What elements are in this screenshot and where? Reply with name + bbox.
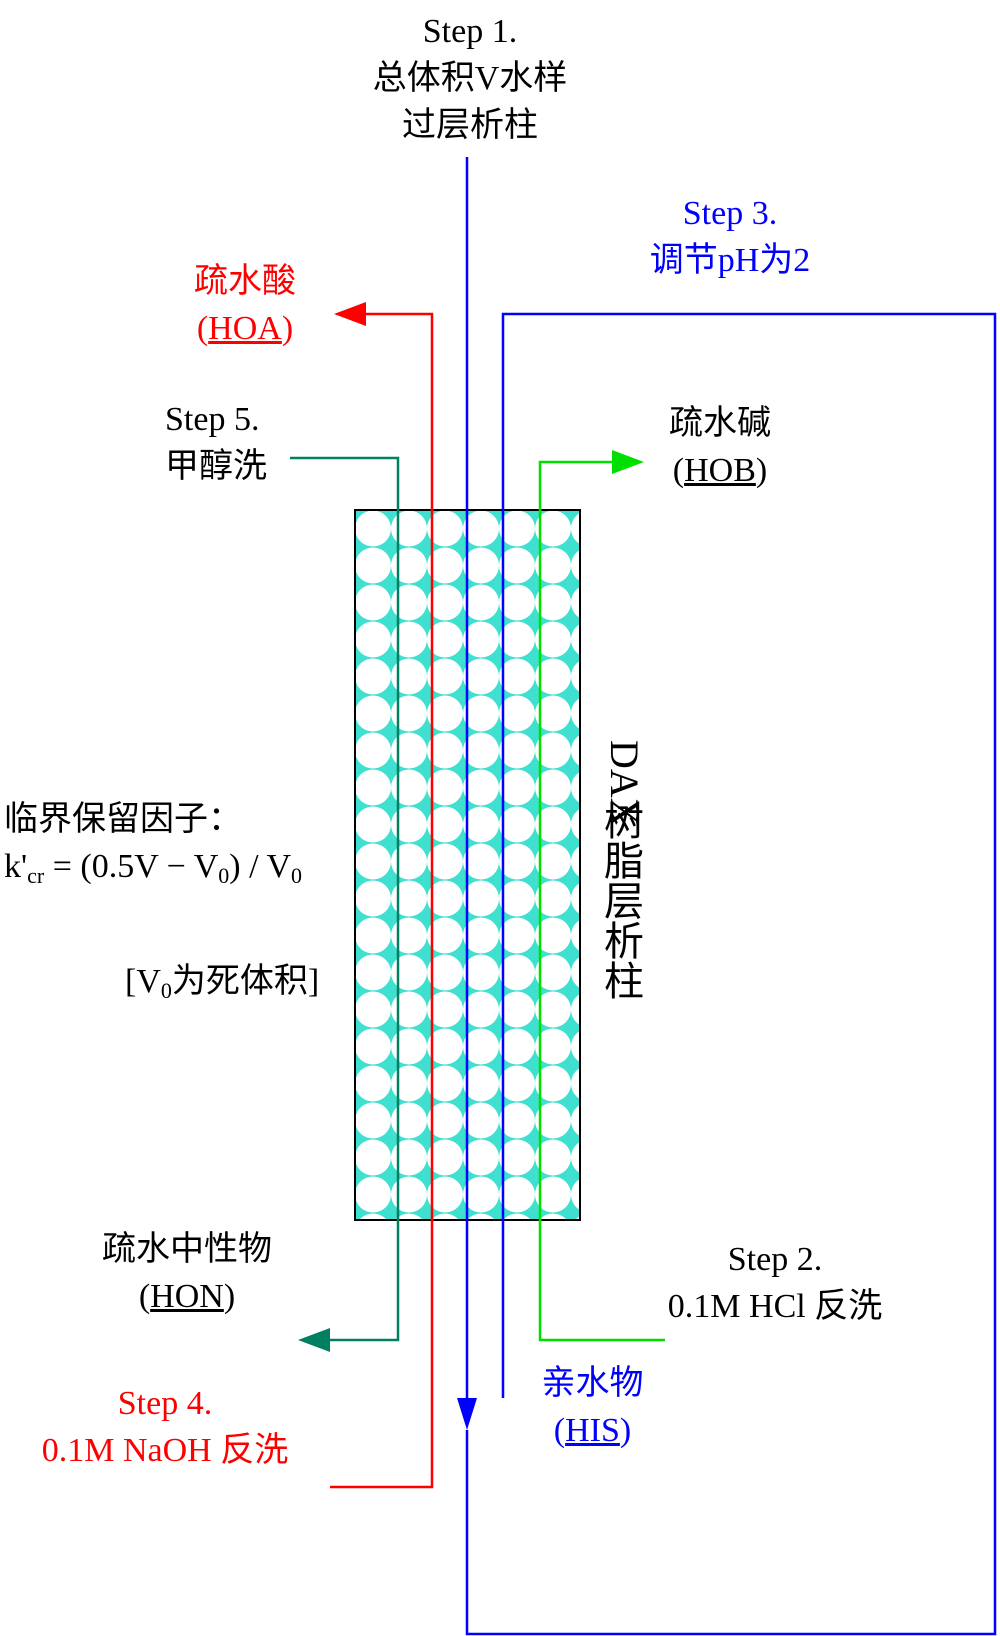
formula-eq-mid: = (0.5V − V <box>44 848 219 885</box>
step4-line1: 0.1M NaOH 反洗 <box>41 1432 289 1469</box>
hon-line <box>290 456 400 1342</box>
formula-heading: 临界保留因子： <box>4 801 242 838</box>
hoa-abbr: HOA <box>208 310 282 347</box>
formula-v0-sub: 0 <box>218 863 230 888</box>
hob-abbr: HOB <box>684 452 756 489</box>
note-zero: 0 <box>160 978 172 1003</box>
his-label: 亲水物 (HIS) <box>535 1360 650 1454</box>
step4-title: Step 4. <box>117 1385 213 1422</box>
step5-label: Step 5. 甲醇洗 <box>165 396 267 490</box>
column-label-char-5: 柱 <box>604 959 644 1004</box>
formula-block: 临界保留因子： k'cr = (0.5V − V0) / V0 <box>4 796 302 890</box>
step3-title: Step 3. <box>682 195 778 232</box>
hob-name: 疏水碱 <box>669 405 771 442</box>
formula-equation: k'cr = (0.5V − V0) / V0 <box>4 843 302 890</box>
formula-v0-sub-2: 0 <box>291 863 303 888</box>
hon-name: 疏水中性物 <box>102 1231 272 1268</box>
hon-abbr-line: (HON) <box>138 1278 236 1315</box>
step2-label: Step 2. 0.1M HCl 反洗 <box>655 1236 895 1330</box>
step1-label: Step 1. 总体积V水样 过层析柱 <box>360 8 580 149</box>
his-abbr: HIS <box>565 1412 620 1449</box>
hon-abbr: HON <box>150 1278 224 1315</box>
dead-volume-note: [V0为死体积] <box>125 958 319 1005</box>
column-label-char-4: 析 <box>604 919 644 964</box>
his-arrow <box>457 1398 477 1430</box>
formula-k-sub: cr <box>27 863 45 888</box>
note-open: [V <box>125 963 161 1000</box>
hob-abbr-line: (HOB) <box>672 452 768 489</box>
step2-title: Step 2. <box>727 1241 823 1278</box>
column-label-char-2: 脂 <box>604 839 644 884</box>
formula-eq-end: ) / V <box>229 848 292 885</box>
column-label-latin: DAX <box>602 740 647 827</box>
step2-line1: 0.1M HCl 反洗 <box>667 1288 883 1325</box>
hob-line <box>538 460 665 1342</box>
hoa-name: 疏水酸 <box>194 263 296 300</box>
column-label-char-1: 树 <box>604 799 644 844</box>
hob-arrow <box>612 450 644 474</box>
step1-title: Step 1. <box>422 13 518 50</box>
hoa-abbr-line: (HOA) <box>196 310 294 347</box>
hoa-label: 疏水酸 (HOA) <box>180 258 310 352</box>
step1-line1: 总体积V水样 <box>372 60 568 97</box>
hoa-arrow <box>334 302 366 326</box>
note-rest: 为死体积] <box>171 963 320 1000</box>
step5-title: Step 5. <box>165 401 260 438</box>
column-label-char-3: 层 <box>604 879 644 924</box>
column-label: DAX 树 脂 层 析 柱 <box>602 728 647 1004</box>
step4-label: Step 4. 0.1M NaOH 反洗 <box>20 1380 310 1474</box>
hob-label: 疏水碱 (HOB) <box>660 400 780 494</box>
hoa-line <box>330 312 434 1489</box>
hon-arrow <box>298 1328 330 1352</box>
his-name: 亲水物 <box>541 1365 644 1402</box>
step5-line1: 甲醇洗 <box>165 448 267 485</box>
formula-k: k' <box>4 848 28 885</box>
step3-line1: 调节pH为2 <box>649 242 811 279</box>
step3-label: Step 3. 调节pH为2 <box>640 190 820 284</box>
hon-label: 疏水中性物 (HON) <box>92 1226 282 1320</box>
step1-line2: 过层析柱 <box>402 107 538 144</box>
his-abbr-line: (HIS) <box>553 1412 632 1449</box>
step3-loop-line <box>465 312 997 1636</box>
